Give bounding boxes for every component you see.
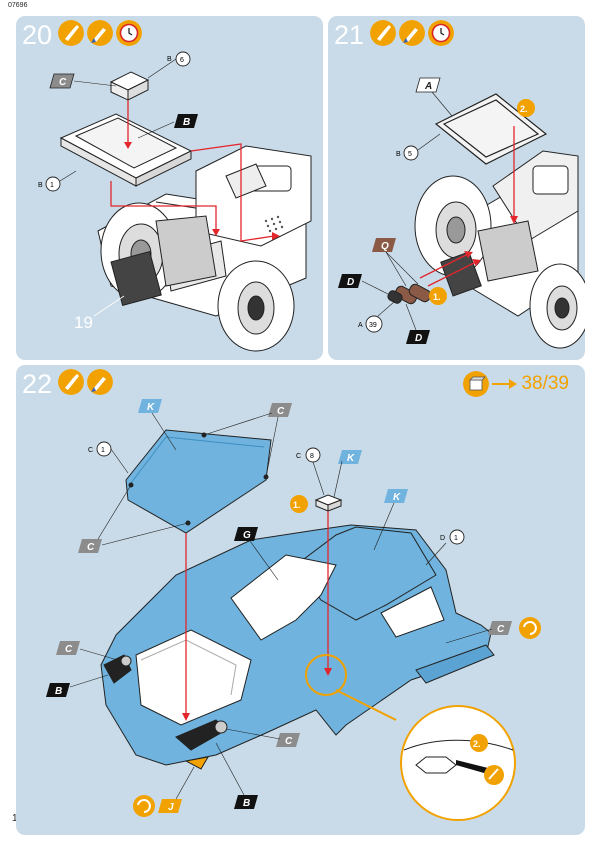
label-d1-letter: D xyxy=(440,535,445,542)
step-icons xyxy=(58,369,113,395)
label-b1-letter: B xyxy=(38,182,43,189)
label-step1: 1. xyxy=(293,500,301,510)
clock-icon xyxy=(116,20,142,46)
step-20-labels: B 6 C B B 1 19 xyxy=(38,51,198,332)
step-20-diagram: B 6 C B B 1 19 xyxy=(38,51,312,352)
step-number: 22 xyxy=(22,369,53,399)
arrow-heads xyxy=(124,142,280,240)
label-step1: 1. xyxy=(433,292,441,302)
callout-tag-b xyxy=(174,114,198,128)
label-d-tag-1: D xyxy=(347,277,354,288)
label-a39-letter: A xyxy=(358,322,363,329)
step-icons xyxy=(58,20,142,46)
arrow-right-icon xyxy=(492,379,518,389)
step-number: 20 xyxy=(22,20,53,50)
label-d1-number: 1 xyxy=(454,535,458,542)
callout-tag-k-1 xyxy=(138,399,162,413)
callout-tag-j xyxy=(158,799,182,813)
step-21-diagram: A 2. B 5 Q D 1. A 39 D xyxy=(338,77,585,349)
label-c-tag: C xyxy=(59,77,67,88)
undertray-part xyxy=(59,113,193,187)
subassembly-number: 19 xyxy=(74,313,93,332)
label-b6-number: 6 xyxy=(180,57,184,64)
label-c-tag-5: C xyxy=(285,736,293,747)
callout-tag-k-2 xyxy=(338,450,362,464)
reference-steps: 38/39 xyxy=(521,373,569,394)
arrow-heads xyxy=(182,668,332,721)
step-21-labels: A 2. B 5 Q D 1. A 39 D xyxy=(338,77,535,344)
step-22-panel: 22 38/39 xyxy=(16,365,585,835)
label-q-tag: Q xyxy=(381,241,389,252)
zoom-detail xyxy=(305,654,516,821)
kit-code: 07696 xyxy=(8,2,28,9)
label-b-tag-2: B xyxy=(243,798,250,809)
label-c-tag-2: C xyxy=(87,542,95,553)
callout-tag-c xyxy=(49,73,75,89)
clock-icon xyxy=(428,20,454,46)
part-b6 xyxy=(109,71,150,101)
glue-icon xyxy=(58,369,84,395)
paint-brush-icon xyxy=(87,369,113,395)
label-c-tag-4: C xyxy=(65,644,73,655)
callout-tag-b-2 xyxy=(234,795,258,809)
glue-icon xyxy=(58,20,84,46)
callout-tag-d-2 xyxy=(406,330,430,344)
red-arrows xyxy=(185,511,329,715)
car-body xyxy=(100,524,495,770)
callout-tag-q xyxy=(372,238,396,252)
chassis-drawing xyxy=(414,150,585,349)
label-c1-letter: C xyxy=(88,447,93,454)
dampers-q xyxy=(387,283,432,305)
step-number: 21 xyxy=(334,20,365,50)
label-c8-letter: C xyxy=(296,453,301,460)
arrow-heads xyxy=(464,216,518,266)
label-k-tag-3: K xyxy=(393,492,401,503)
red-arrows xyxy=(110,100,275,242)
frame-part xyxy=(434,93,548,165)
label-k-tag-2: K xyxy=(347,453,355,464)
reference-to-subassembly: 38/39 xyxy=(463,371,569,397)
step-20-panel: 20 xyxy=(16,16,323,360)
chassis-drawing xyxy=(97,145,312,352)
label-step2: 2. xyxy=(473,739,481,749)
callout-tag-d-1 xyxy=(338,274,362,288)
callout-tag-c-1 xyxy=(268,403,292,417)
callout-tag-c-2 xyxy=(78,539,102,553)
engine-cover-part xyxy=(125,429,272,534)
callout-tag-k-3 xyxy=(384,489,408,503)
label-c1-number: 1 xyxy=(101,447,105,454)
label-b6-letter: B xyxy=(167,56,172,63)
decal-box-icon xyxy=(463,371,490,397)
paint-brush-icon xyxy=(87,20,113,46)
callout-tag-a xyxy=(415,77,441,93)
label-d-tag-2: D xyxy=(415,333,422,344)
step-22-labels: K C C 1 C C 8 K 1. K xyxy=(46,399,541,817)
paint-brush-icon xyxy=(399,20,425,46)
label-b-tag: B xyxy=(183,117,190,128)
red-arrows xyxy=(419,126,515,287)
label-c-tag-1: C xyxy=(277,406,285,417)
label-step2: 2. xyxy=(520,104,528,114)
vent-part-c8 xyxy=(314,494,343,512)
step-21-panel: 21 xyxy=(328,16,585,360)
callout-tag-c-5 xyxy=(276,733,300,747)
callout-tag-b-1 xyxy=(46,683,70,697)
label-b5-number: 5 xyxy=(408,151,412,158)
label-a39-number: 39 xyxy=(369,322,377,329)
callout-tag-c-3 xyxy=(488,621,512,635)
step-22-diagram: K C C 1 C C 8 K 1. K xyxy=(46,399,541,821)
step-icons xyxy=(370,20,454,46)
label-b-tag-1: B xyxy=(55,686,62,697)
label-b5-letter: B xyxy=(396,151,401,158)
label-a-tag: A xyxy=(424,81,432,92)
callout-tag-g xyxy=(234,527,258,541)
label-c8-number: 8 xyxy=(310,453,314,460)
glue-icon xyxy=(370,20,396,46)
callout-tag-c-4 xyxy=(56,641,80,655)
label-k-tag-1: K xyxy=(147,402,155,413)
label-j-tag: J xyxy=(168,802,174,813)
label-c-tag-3: C xyxy=(497,624,505,635)
label-g-tag: G xyxy=(243,530,251,541)
label-b1-number: 1 xyxy=(50,182,54,189)
